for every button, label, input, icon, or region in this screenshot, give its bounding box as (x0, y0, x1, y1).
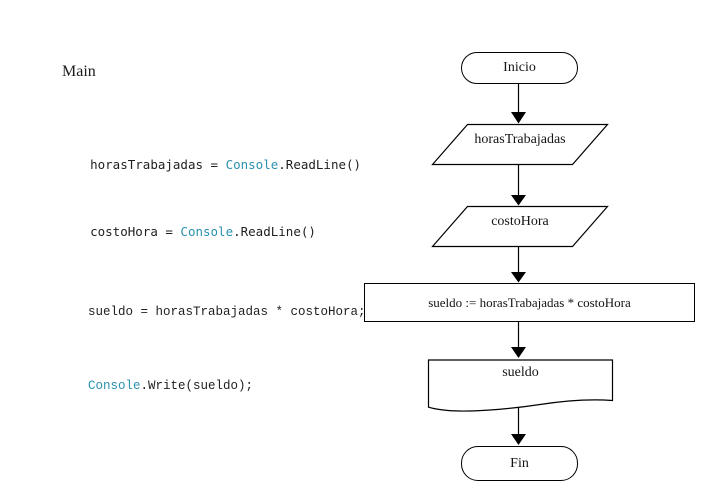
code-segment: costoHora = (90, 224, 181, 239)
node-label-fin: Fin (510, 455, 529, 471)
terminator-node-fin: Fin (461, 446, 578, 481)
code-method-title: Main (62, 63, 96, 80)
node-label-inicio: Inicio (503, 60, 536, 75)
code-segment: .ReadLine() (233, 224, 316, 239)
flow-arrow-2 (511, 165, 526, 206)
io-node-costohora (431, 205, 609, 248)
code-line-calc-sueldo: sueldo = horasTrabajadas * costoHora; (58, 291, 366, 333)
node-label-process: sueldo := horasTrabajadas * costoHora (428, 294, 631, 310)
code-segment-type-console: Console (88, 379, 141, 393)
node-label-sueldo-doc: sueldo (502, 365, 539, 380)
code-segment: .Write(sueldo); (140, 379, 254, 393)
io-node-horastrabajadas (431, 123, 609, 166)
code-line-write-sueldo: Console.Write(sueldo); (58, 365, 253, 407)
code-segment: sueldo = horasTrabajadas * costoHora; (88, 305, 366, 319)
flow-arrow-1 (511, 83, 526, 124)
node-label-horastrabajadas: horasTrabajadas (474, 132, 566, 147)
flow-arrow-5 (511, 407, 526, 445)
node-label-costohora: costoHora (491, 214, 549, 229)
flow-arrow-4 (511, 321, 526, 358)
document-node-sueldo (427, 359, 614, 412)
code-segment-type-console: Console (180, 224, 234, 239)
code-segment: horasTrabajadas = (90, 157, 226, 172)
flow-arrow-3 (511, 247, 526, 283)
code-segment-type-console: Console (225, 157, 279, 172)
code-segment: .ReadLine() (278, 157, 362, 172)
code-line-read-horas: horasTrabajadas = Console.ReadLine() (60, 142, 361, 187)
terminator-node-inicio: Inicio (461, 52, 578, 84)
process-node-sueldo: sueldo := horasTrabajadas * costoHora (364, 283, 695, 322)
code-line-read-costo: costoHora = Console.ReadLine() (60, 209, 316, 254)
